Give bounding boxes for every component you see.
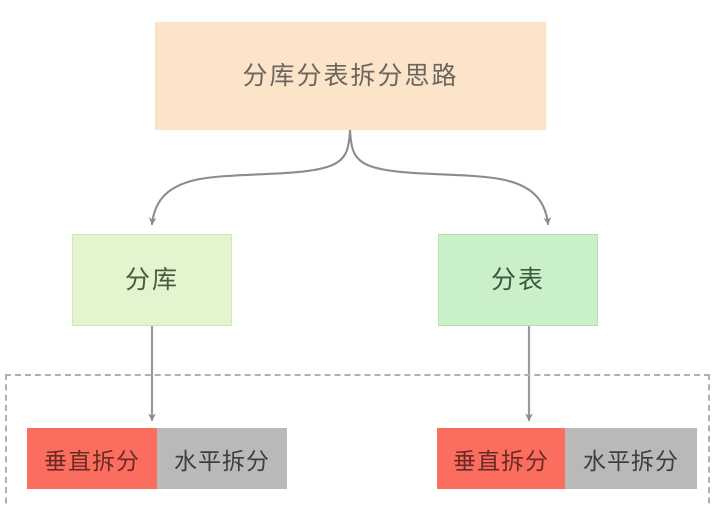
node-root-label: 分库分表拆分思路 [242, 61, 459, 90]
leaf-database-vertical-split-label: 垂直拆分 [44, 448, 140, 475]
leaf-database-vertical-split[interactable]: 垂直拆分 [27, 428, 157, 489]
leaf-table-vertical-split[interactable]: 垂直拆分 [437, 428, 565, 489]
node-branch-table-label: 分表 [490, 265, 545, 294]
node-root-sharding-strategy[interactable]: 分库分表拆分思路 [155, 22, 546, 130]
leaf-pair-database: 垂直拆分 水平拆分 [27, 428, 287, 489]
leaf-table-vertical-split-label: 垂直拆分 [453, 448, 549, 475]
node-branch-database-sharding[interactable]: 分库 [72, 234, 232, 326]
leaf-pair-table: 垂直拆分 水平拆分 [437, 428, 697, 489]
node-branch-table-sharding[interactable]: 分表 [438, 234, 598, 326]
leaf-table-horizontal-split-label: 水平拆分 [583, 448, 679, 475]
split-methods-group-container [5, 374, 710, 506]
connector-root-to-table [348, 128, 552, 226]
connector-root-to-db [148, 128, 352, 226]
node-branch-database-label: 分库 [124, 265, 179, 294]
leaf-table-horizontal-split[interactable]: 水平拆分 [565, 428, 697, 489]
leaf-database-horizontal-split[interactable]: 水平拆分 [157, 428, 287, 489]
leaf-database-horizontal-split-label: 水平拆分 [174, 448, 270, 475]
